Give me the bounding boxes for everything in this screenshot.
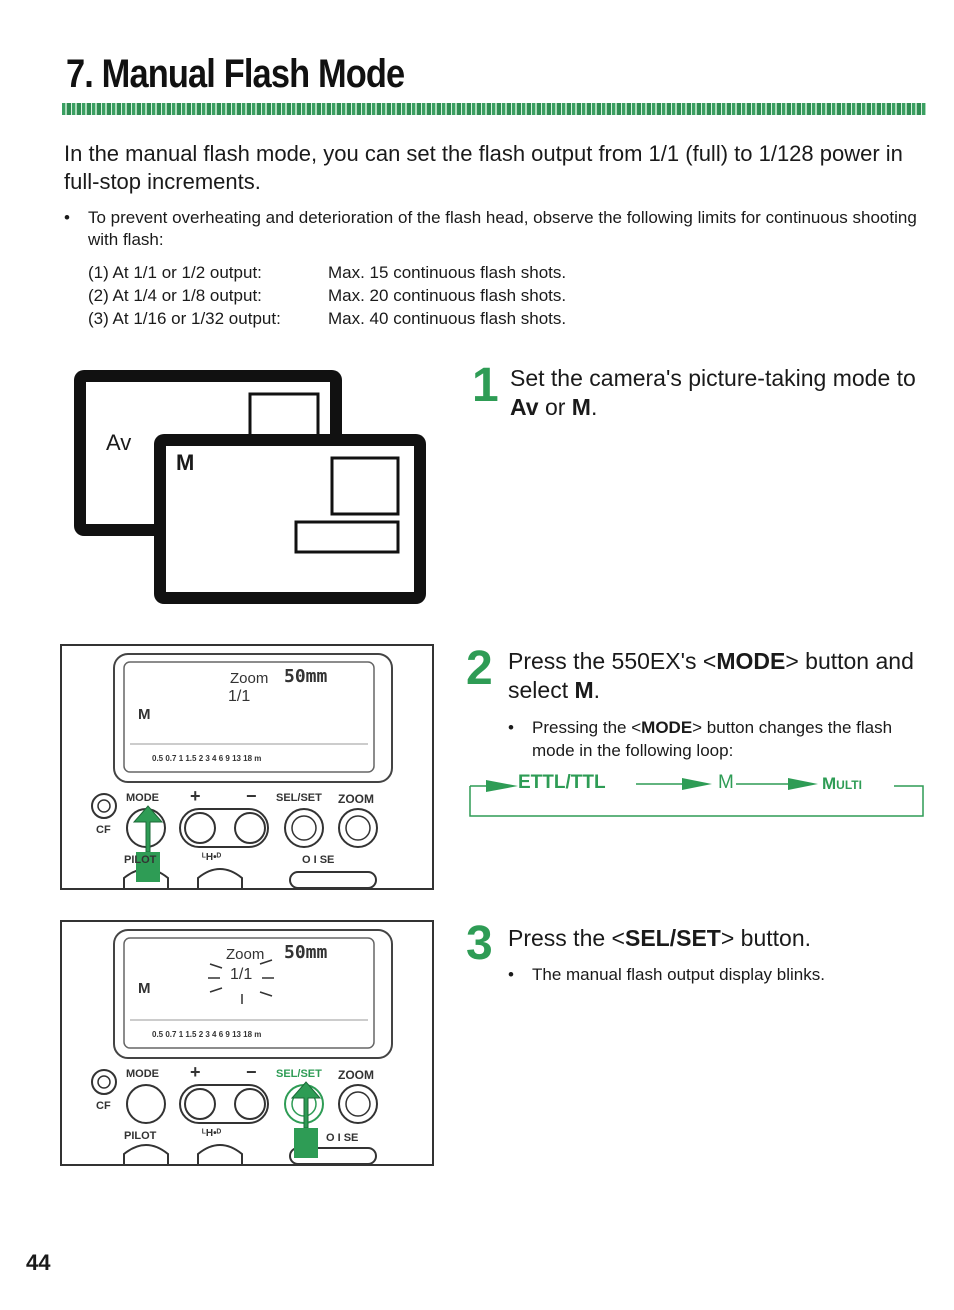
pilot-button-label: PILOT xyxy=(124,854,157,866)
minus-button-label: − xyxy=(246,1062,257,1082)
mode-loop-diagram: ETTL/TTL M Multi xyxy=(468,770,925,818)
flash-panel-2: Zoom 50mm 1/1 M 0.5 0.7 1 1.5 2 3 4 6 9 … xyxy=(60,920,434,1166)
selset-button-label: SEL/SET xyxy=(276,792,322,804)
cf-label: CF xyxy=(96,1100,111,1112)
overheat-note-text: To prevent overheating and deterioration… xyxy=(88,208,917,249)
cf-label: CF xyxy=(96,824,111,836)
flash-panel-1-drawing xyxy=(91,653,393,888)
step-3-note: • The manual flash output display blinks… xyxy=(508,965,825,984)
mode-display: M xyxy=(138,980,151,997)
power-switch-label: O I SE xyxy=(326,1132,359,1144)
limits-list: (1) At 1/1 or 1/2 output:Max. 15 continu… xyxy=(88,261,566,330)
plus-button-label: + xyxy=(190,786,201,806)
page-title: 7. Manual Flash Mode xyxy=(66,52,405,96)
plus-button-label: + xyxy=(190,1062,201,1082)
intro-paragraph: In the manual flash mode, you can set th… xyxy=(64,141,903,194)
zoom-button-label: ZOOM xyxy=(338,792,374,806)
zoom-display-label: Zoom xyxy=(230,670,269,687)
output-display-blinking: 1/1 xyxy=(230,966,253,983)
distance-scale: 0.5 0.7 1 1.5 2 3 4 6 9 13 18 m xyxy=(152,754,262,763)
loop-item-m: M xyxy=(718,772,734,793)
camera-lcd-drawing xyxy=(74,370,426,604)
step-1-number: 1 xyxy=(472,359,499,412)
av-mode-label: Av xyxy=(106,430,132,455)
loop-item-ettl: ETTL/TTL xyxy=(518,772,606,793)
limit-row: (1) At 1/1 or 1/2 output:Max. 15 continu… xyxy=(88,263,567,282)
bullet-mark: • xyxy=(64,208,70,227)
step-2-text: Press the 550EX's <MODE> button and sele… xyxy=(508,648,914,703)
minus-button-label: − xyxy=(246,786,257,806)
limit-row: (2) At 1/4 or 1/8 output:Max. 20 continu… xyxy=(88,286,567,305)
step-2-number: 2 xyxy=(466,642,493,695)
page-number: 44 xyxy=(26,1250,51,1275)
pilot-button-label: PILOT xyxy=(124,1130,157,1142)
sync-label: ᴸH•ᴰ xyxy=(202,1128,222,1139)
mode-display: M xyxy=(138,706,151,723)
mode-button-label: MODE xyxy=(126,792,159,804)
zoom-button-label: ZOOM xyxy=(338,1068,374,1082)
step-1-text: Set the camera's picture-taking mode to … xyxy=(510,365,916,420)
title-rule xyxy=(62,103,926,115)
distance-scale: 0.5 0.7 1 1.5 2 3 4 6 9 13 18 m xyxy=(152,1030,262,1039)
step-3-text: Press the <SEL/SET> button. xyxy=(508,925,812,951)
camera-lcd-illustration: Av M xyxy=(70,366,430,608)
loop-item-multi: Multi xyxy=(822,774,862,793)
power-switch-label: O I SE xyxy=(302,854,335,866)
step-2-note: • Pressing the <MODE> button changes the… xyxy=(508,718,893,760)
flash-panel-2-drawing xyxy=(91,929,393,1164)
sync-label: ᴸH•ᴰ xyxy=(202,852,222,863)
mode-button-label: MODE xyxy=(126,1068,159,1080)
m-mode-label: M xyxy=(176,450,195,475)
output-display: 1/1 xyxy=(228,688,251,705)
flash-panel-1: Zoom 50mm 1/1 M 0.5 0.7 1 1.5 2 3 4 6 9 … xyxy=(60,644,434,890)
limit-row: (3) At 1/16 or 1/32 output:Max. 40 conti… xyxy=(88,309,567,328)
zoom-display-value: 50mm xyxy=(284,942,328,963)
zoom-display-value: 50mm xyxy=(284,666,328,687)
overheat-note: • To prevent overheating and deteriorati… xyxy=(64,207,926,251)
mode-loop-arrows xyxy=(469,778,924,817)
zoom-display-label-blinking: Zoom xyxy=(226,946,265,963)
selset-button-label-highlighted: SEL/SET xyxy=(276,1068,322,1080)
step-3-number: 3 xyxy=(466,917,493,970)
